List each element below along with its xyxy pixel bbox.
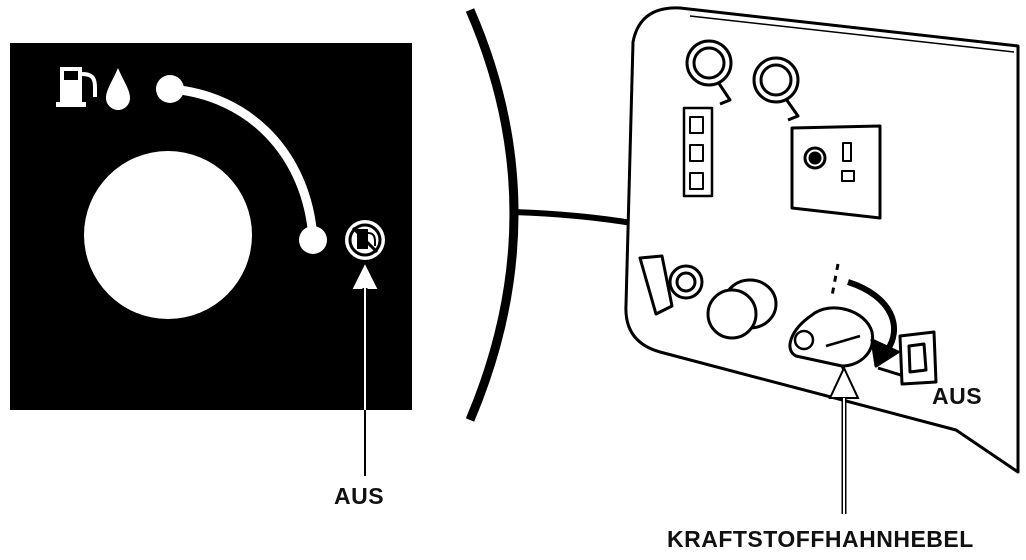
choke-lever xyxy=(638,254,674,316)
dial-off-label: AUS xyxy=(334,483,385,509)
lever-pointer-arrow xyxy=(828,365,860,514)
choke-knob xyxy=(668,264,704,300)
fuel-valve-lever xyxy=(788,306,875,377)
rotation-arc xyxy=(847,279,897,354)
dc-outlet-cap-right xyxy=(752,56,800,122)
fuel-pump-and-drop-icon xyxy=(56,67,130,110)
recoil-starter-grip xyxy=(706,288,758,340)
on-mark-dashes xyxy=(830,263,840,297)
on-position-dot xyxy=(156,75,184,103)
generator-control-panel xyxy=(624,6,1020,474)
off-position-dot xyxy=(299,226,327,254)
indicator-lamp-strip xyxy=(682,106,714,198)
panel-bevel xyxy=(689,15,1015,53)
fuel-valve-lever-label: KRAFTSTOFFHAHNHEBEL xyxy=(667,526,974,552)
panel-off-label: AUS xyxy=(932,383,983,409)
ac-outlet-panel xyxy=(790,124,882,220)
crossed-fuel-pump-icon xyxy=(345,220,385,260)
magnifier-bracket xyxy=(465,8,519,422)
valve-knob-circle xyxy=(84,151,252,319)
off-pointer-arrow xyxy=(349,259,381,476)
valve-travel-arc xyxy=(165,84,318,243)
choke-knob-center xyxy=(675,271,697,293)
engine-switch xyxy=(898,330,938,386)
dc-outlet-cap-left xyxy=(685,39,733,106)
off-mark-line xyxy=(877,366,905,378)
fuel-valve-dial-closeup xyxy=(10,43,412,476)
rotation-arrowhead xyxy=(870,338,900,368)
